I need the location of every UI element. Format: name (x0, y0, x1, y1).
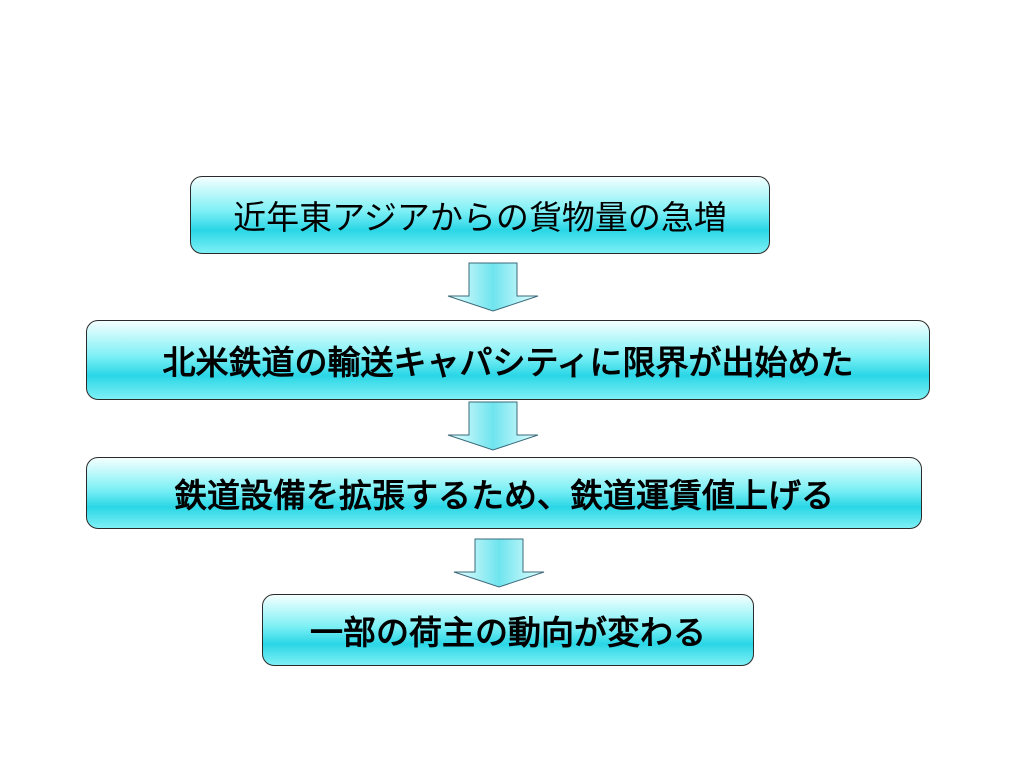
down-arrow-icon (447, 401, 539, 451)
down-arrow-icon (447, 262, 539, 312)
flow-step-2-label: 北米鉄道の輸送キャパシティに限界が出始めた (162, 343, 854, 382)
flow-step-2: 北米鉄道の輸送キャパシティに限界が出始めた (86, 320, 930, 400)
flow-step-1: 近年東アジアからの貨物量の急増 (190, 176, 770, 254)
down-arrow-icon (453, 538, 545, 588)
flow-step-3: 鉄道設備を拡張するため、鉄道運賃値上げる (86, 457, 922, 529)
flow-step-3-label: 鉄道設備を拡張するため、鉄道運賃値上げる (174, 476, 834, 515)
flow-step-4: 一部の荷主の動向が変わる (262, 594, 754, 666)
flow-step-1-label: 近年東アジアからの貨物量の急増 (233, 198, 727, 237)
flow-step-4-label: 一部の荷主の動向が変わる (310, 613, 706, 652)
